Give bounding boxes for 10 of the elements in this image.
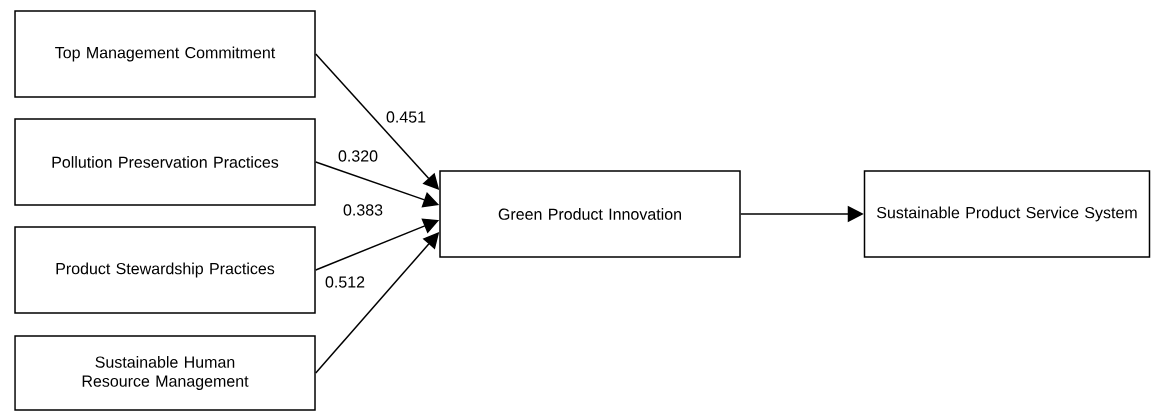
box: Sustainable Human Resource Management <box>14 335 316 411</box>
box: Pollution Preservation Practices <box>14 118 316 206</box>
box: Green Product Innovation <box>439 170 741 258</box>
edge-label: 0.512 <box>324 275 367 289</box>
box: Sustainable Product Service System <box>863 170 1151 258</box>
box: Product Stewardship Practices <box>14 226 316 314</box>
box: Top Management Commitment <box>14 10 316 98</box>
edge-label: 0.451 <box>385 110 428 124</box>
edge-label: 0.383 <box>342 203 385 217</box>
edge-label: 0.320 <box>337 149 380 163</box>
